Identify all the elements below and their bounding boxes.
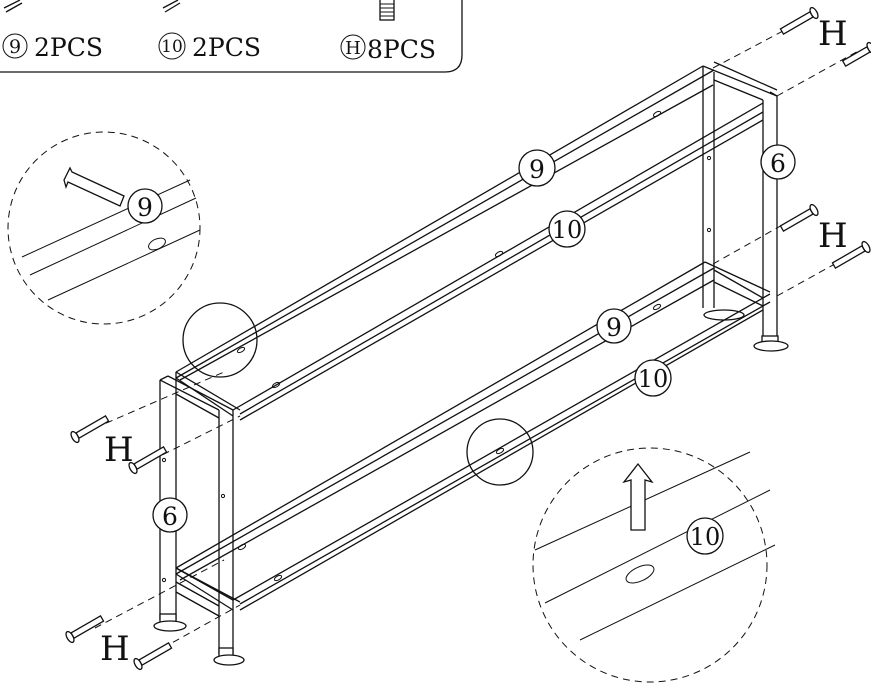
- part-9-entry: 9 2PCS: [2, 33, 103, 62]
- detail-view-upper: 9: [7, 131, 201, 325]
- magnifier-upper: [182, 302, 258, 378]
- callout-lower-back-beam: 9: [596, 308, 632, 344]
- callout-left-leg: 6: [152, 497, 188, 533]
- svg-text:9: 9: [606, 313, 622, 342]
- part-h-qty: 8PCS: [367, 35, 436, 64]
- svg-text:10: 10: [552, 216, 583, 244]
- left-end-frame: [153, 372, 245, 666]
- detail-view-lower: 10: [532, 447, 776, 683]
- right-end-frame: [702, 61, 789, 352]
- screw-label-h-upper-right: H: [818, 14, 848, 54]
- rack-frame: 9 10 9 10 6 6: [152, 61, 796, 666]
- screw-h-lower-right-front: [831, 240, 871, 269]
- part-10-image: [162, 0, 181, 13]
- parts-list-box: 9 2PCS 10 2PCS H 8PCS: [0, 0, 463, 73]
- bolt-h-image: [379, 0, 395, 21]
- part-10-id: 10: [161, 37, 183, 57]
- detail-lower-callout: 10: [690, 523, 721, 551]
- screw-h-lower-left-front: [133, 642, 173, 671]
- part-9-qty: 2PCS: [34, 33, 103, 62]
- part-10-entry: 10 2PCS: [158, 32, 261, 62]
- part-9-image: [3, 0, 23, 13]
- part-10-qty: 2PCS: [192, 33, 261, 62]
- lower-front-beam: [232, 293, 771, 611]
- svg-text:6: 6: [162, 502, 178, 531]
- part-9-badge: [2, 33, 28, 59]
- svg-text:9: 9: [529, 155, 545, 184]
- screw-h-upper-left-back: [70, 415, 110, 444]
- upper-back-beam: [175, 65, 715, 381]
- callout-right-leg: 6: [760, 144, 796, 180]
- screw-h-upper-left-front: [128, 446, 168, 475]
- upper-front-beam: [232, 102, 764, 421]
- screw-label-h-lower-left: H: [100, 629, 130, 669]
- screw-h-lower-right-back: [779, 203, 819, 232]
- callout-upper-front-beam: 10: [548, 210, 586, 248]
- part-h-badge: [340, 34, 366, 60]
- callout-upper-back-beam: 9: [518, 149, 556, 187]
- magnifier-lower: [466, 418, 534, 486]
- arrow-icon: [63, 166, 125, 207]
- screws: H H H H: [65, 6, 871, 671]
- up-arrow-icon: [622, 462, 654, 531]
- part-h-id: H: [345, 38, 361, 59]
- screw-label-h-upper-left: H: [104, 430, 134, 470]
- screw-h-lower-left-back: [65, 615, 105, 644]
- detail-upper-callout: 9: [137, 193, 153, 222]
- part-10-badge: [158, 32, 186, 60]
- svg-text:6: 6: [770, 149, 786, 178]
- part-h-entry: H 8PCS: [340, 34, 436, 64]
- lower-back-beam: [175, 261, 715, 581]
- screw-h-upper-right-back: [779, 6, 819, 35]
- svg-text:10: 10: [638, 365, 669, 393]
- screw-h-upper-right-front: [841, 41, 871, 67]
- screw-label-h-lower-right: H: [818, 216, 848, 256]
- callout-lower-front-beam: 10: [634, 359, 672, 397]
- part-9-id: 9: [9, 36, 21, 58]
- slot-holes: [161, 110, 712, 583]
